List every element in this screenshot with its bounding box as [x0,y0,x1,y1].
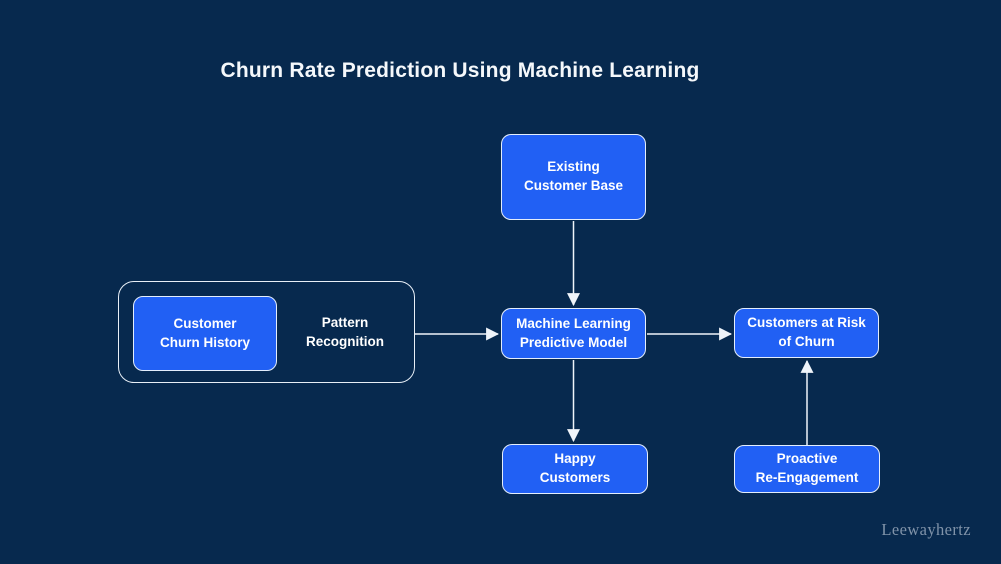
node-happy-customers: Happy Customers [502,444,648,494]
node-ml-predictive-model: Machine Learning Predictive Model [501,308,646,359]
page-title: Churn Rate Prediction Using Machine Lear… [220,59,700,82]
node-customer-churn-history: Customer Churn History [133,296,277,371]
node-customers-at-risk: Customers at Risk of Churn [734,308,879,358]
watermark-logo: Leewayhertz [881,520,971,539]
group-history-pattern [118,281,415,383]
node-existing-customer-base: Existing Customer Base [501,134,646,220]
node-proactive-reengagement: Proactive Re-Engagement [734,445,880,493]
label-pattern-recognition: Pattern Recognition [306,315,384,349]
